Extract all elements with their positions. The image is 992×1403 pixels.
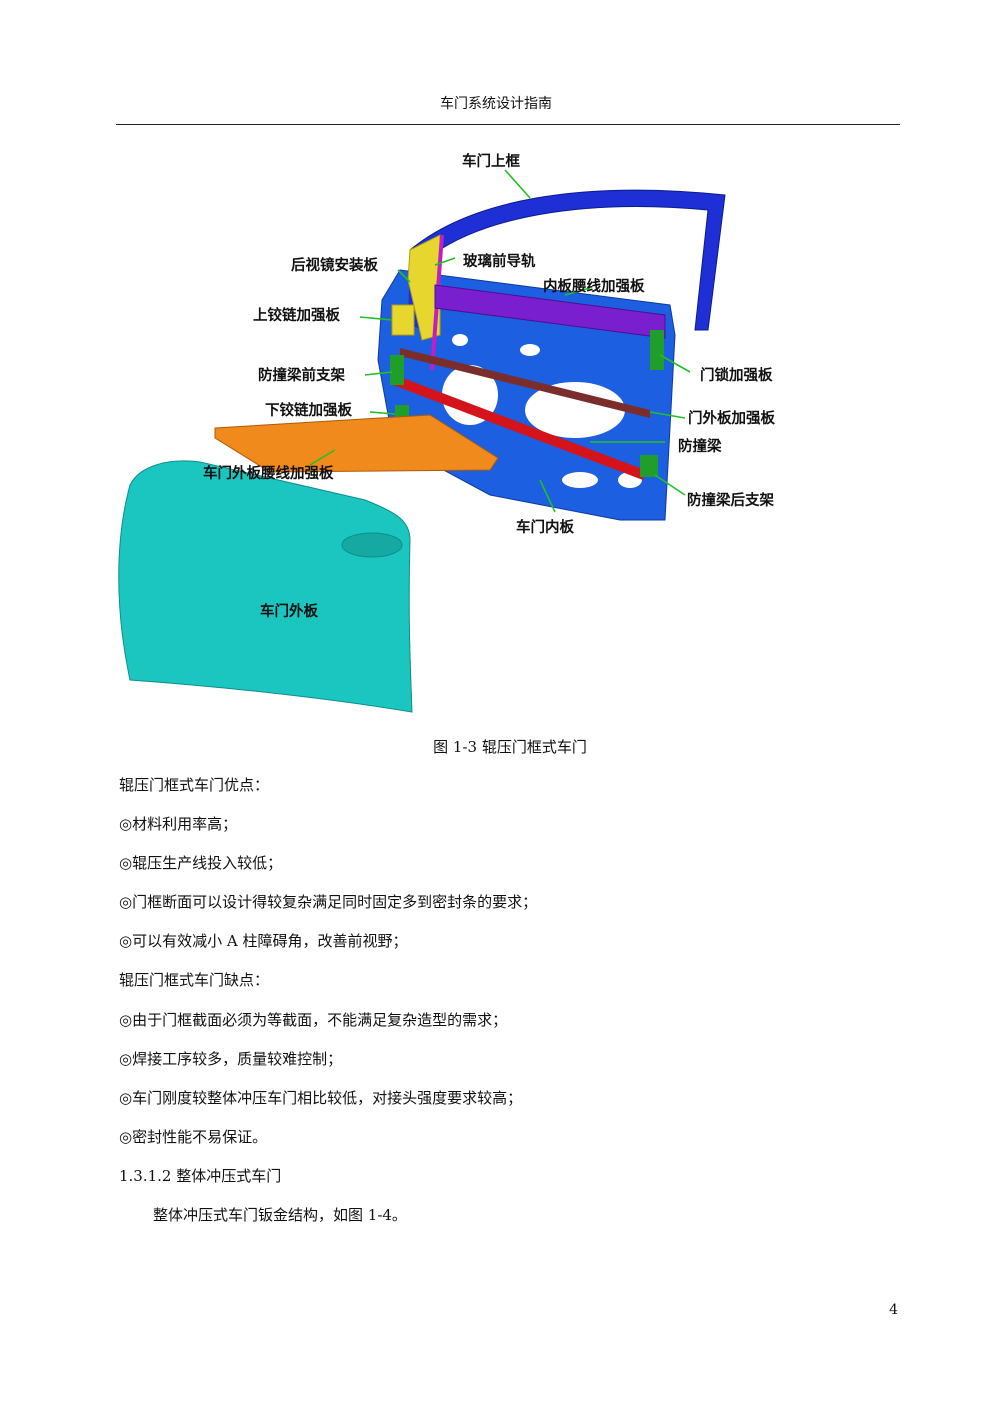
advantages-title: 辊压门框式车门优点： xyxy=(119,776,270,794)
inner-panel-hole xyxy=(562,472,598,488)
beam-rear-bracket-shape xyxy=(640,455,658,477)
advantage-item: ◎材料利用率高； xyxy=(119,815,238,833)
impact-beam-shape xyxy=(393,375,645,480)
figure-caption: 图 1-3 辊压门框式车门 xyxy=(433,738,587,756)
upper-hinge-reinforcement-shape xyxy=(391,304,415,336)
outer-panel-shape xyxy=(118,460,413,713)
running-header: 车门系统设计指南 xyxy=(440,96,552,112)
outer-panel-reinforcement-shape xyxy=(400,348,650,418)
door-structure-figure: 车门上框 后视镜安装板 玻璃前导轨 内板腰线加强板 上铰链加强板 防撞梁前支架 … xyxy=(110,140,810,720)
label-upper-hinge-reinforcement: 上铰链加强板 xyxy=(253,306,340,324)
label-outer-panel: 车门外板 xyxy=(260,602,318,620)
inner-belt-reinforcement-shape xyxy=(434,284,666,339)
label-upper-frame: 车门上框 xyxy=(462,152,520,170)
leader-lines xyxy=(309,169,691,513)
inner-panel-hole xyxy=(452,334,468,346)
advantage-item: ◎辊压生产线投入较低； xyxy=(119,854,283,872)
label-lock-reinforcement: 门锁加强板 xyxy=(700,366,773,384)
disadvantage-item: ◎焊接工序较多，质量较难控制； xyxy=(119,1050,343,1068)
door-handle-recess xyxy=(341,532,403,558)
label-inner-belt-reinforcement: 内板腰线加强板 xyxy=(543,277,645,295)
lock-reinforcement-shape xyxy=(650,330,664,370)
label-beam-front-bracket: 防撞梁前支架 xyxy=(258,366,345,384)
mirror-plate-shape xyxy=(407,234,441,341)
label-lower-hinge-reinforcement: 下铰链加强板 xyxy=(265,401,352,419)
inner-panel-hole xyxy=(520,344,540,356)
label-impact-beam: 防撞梁 xyxy=(678,437,722,455)
label-inner-panel: 车门内板 xyxy=(516,518,574,536)
beam-front-bracket-shape xyxy=(390,355,404,385)
label-beam-rear-bracket: 防撞梁后支架 xyxy=(687,491,774,509)
label-outer-panel-reinforcement: 门外板加强板 xyxy=(688,409,775,427)
door-structure-drawing: 车门上框 后视镜安装板 玻璃前导轨 内板腰线加强板 上铰链加强板 防撞梁前支架 … xyxy=(118,152,775,713)
label-mirror-plate: 后视镜安装板 xyxy=(291,256,378,274)
disadvantage-item: ◎密封性能不易保证。 xyxy=(119,1128,268,1146)
advantage-item: ◎可以有效减小 A 柱障碍角，改善前视野； xyxy=(119,932,408,950)
upper-frame-shape xyxy=(409,189,726,331)
label-outer-belt-reinforcement: 车门外板腰线加强板 xyxy=(203,464,334,482)
section-heading: 1.3.1.2 整体冲压式车门 xyxy=(119,1167,282,1185)
advantage-item: ◎门框断面可以设计得较复杂满足同时固定多到密封条的要求； xyxy=(119,893,538,911)
disadvantage-item: ◎由于门框截面必须为等截面，不能满足复杂造型的需求； xyxy=(119,1011,508,1029)
label-glass-front-guide: 玻璃前导轨 xyxy=(463,252,536,270)
outer-belt-reinforcement-shape xyxy=(214,414,499,473)
page-number: 4 xyxy=(889,1302,898,1318)
body-paragraph: 整体冲压式车门钣金结构，如图 1-4。 xyxy=(153,1206,407,1224)
disadvantage-item: ◎车门刚度较整体冲压车门相比较低，对接头强度要求较高； xyxy=(119,1089,523,1107)
header-rule xyxy=(116,124,900,125)
disadvantages-title: 辊压门框式车门缺点： xyxy=(119,971,270,989)
inner-panel-hole xyxy=(525,382,625,438)
